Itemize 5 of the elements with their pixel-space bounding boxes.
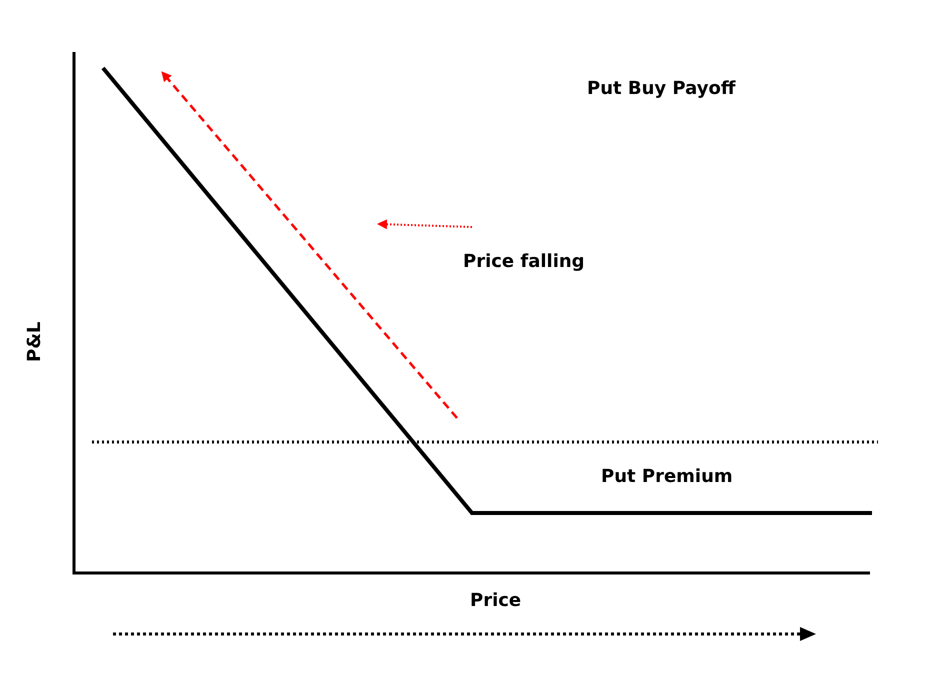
- axis-title: P&L: [26, 322, 44, 362]
- chart-title: Put Buy Payoff: [587, 80, 736, 98]
- axis-title: Price: [470, 592, 522, 610]
- line-label: Put Premium: [601, 468, 733, 486]
- annotation-label: Price falling: [463, 253, 585, 271]
